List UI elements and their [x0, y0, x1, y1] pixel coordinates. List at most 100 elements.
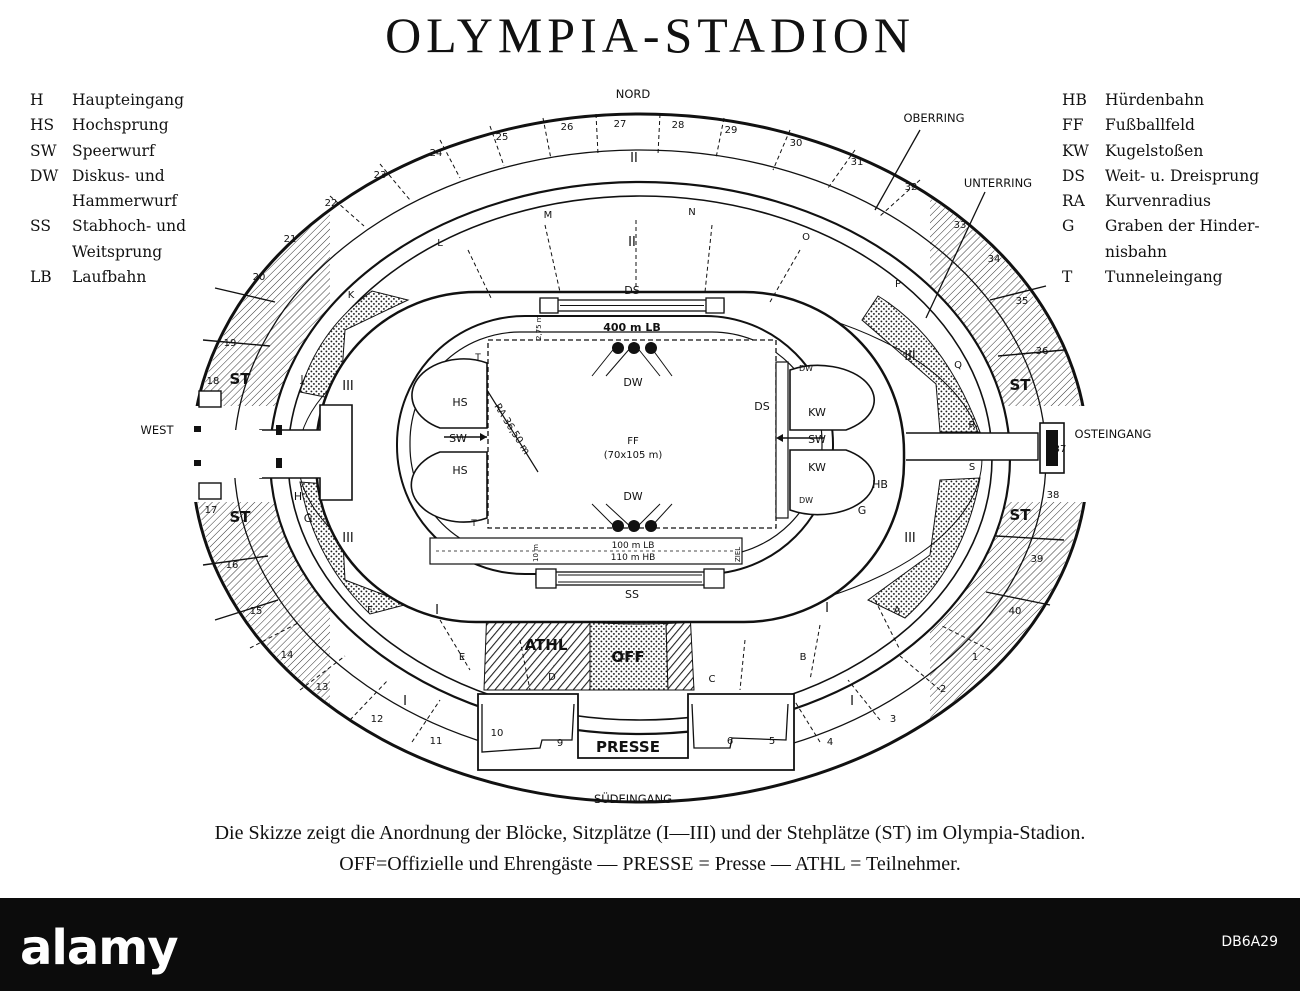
label-400m: 400 m LB — [603, 321, 660, 334]
legend-text: nisbahn — [1105, 242, 1168, 261]
legend-text: Laufbahn — [72, 268, 147, 287]
tier-i-sw-upper: I — [403, 694, 407, 709]
tier-iii-nw: III — [342, 379, 354, 394]
watermark-logo: alamy — [20, 920, 179, 976]
presse-box — [477, 693, 795, 771]
tier-iii-sw: III — [342, 531, 354, 546]
block-number: 18 — [207, 376, 220, 387]
label-hb: HB — [872, 478, 888, 491]
block-letter: Q — [954, 360, 962, 371]
label-t-north: T — [474, 353, 481, 363]
label-south: SÜDEINGANG — [594, 790, 672, 806]
legend-code: DW — [30, 166, 59, 185]
block-letter: R — [969, 420, 976, 431]
legend-code: G — [1062, 217, 1075, 236]
legend-code: RA — [1062, 192, 1085, 211]
block-number: 34 — [988, 254, 1001, 265]
east-tunnel — [906, 432, 1039, 461]
label-ff: FF — [627, 436, 639, 447]
block-number: 4 — [827, 737, 833, 748]
label-g-west: G — [304, 512, 313, 525]
label-east: OSTEINGANG — [1075, 427, 1152, 441]
label-hs-south: HS — [452, 464, 467, 477]
tier-i-se: I — [825, 601, 829, 616]
block-number: 10 — [491, 728, 504, 739]
block-letter: N — [688, 207, 695, 218]
block-number: 24 — [430, 148, 443, 159]
label-st-ne: ST — [1009, 376, 1031, 394]
block-number: 19 — [224, 338, 237, 349]
legend-row: Hammerwurf — [30, 189, 186, 214]
block-number: 37 — [1054, 444, 1067, 455]
block-number: 11 — [430, 736, 443, 747]
ss-pit-south — [535, 571, 723, 586]
block-number: 12 — [371, 714, 384, 725]
block-number: 2 — [940, 684, 946, 695]
block-number: 29 — [725, 125, 738, 136]
oberring-dividers — [249, 113, 991, 743]
block-letter: S — [969, 462, 975, 473]
legend-text: Kugelstoßen — [1105, 141, 1204, 160]
legend-row: DS Weit- u. Dreisprung — [1062, 164, 1260, 189]
label-sw-east: SW — [808, 433, 826, 446]
block-number: 1 — [972, 652, 978, 663]
block-letter: E — [459, 652, 465, 663]
legend-code: DS — [1062, 166, 1086, 185]
label-athl: ATHL — [525, 636, 568, 654]
legend-row: Weitsprung — [30, 240, 186, 265]
label-off: OFF — [611, 648, 644, 666]
tier-ii-lower: II — [628, 235, 636, 250]
legend-text: Fußballfeld — [1105, 116, 1195, 135]
label-ff-size: (70x105 m) — [604, 450, 663, 461]
legend-code: T — [1062, 268, 1073, 287]
unterring-dividers — [439, 220, 901, 691]
compass-labels: NORD WEST OSTEINGANG SÜDEINGANG OBERRING… — [141, 87, 1152, 806]
west-tunnel — [259, 404, 353, 501]
block-number: 28 — [672, 120, 685, 131]
legend-code: FF — [1062, 116, 1084, 135]
block-number: 22 — [325, 198, 338, 209]
hs-area-south — [410, 451, 488, 523]
label-hs-north: HS — [452, 396, 467, 409]
label-ds-east: DS — [754, 400, 769, 413]
legend-text: Weit- u. Dreisprung — [1105, 166, 1260, 185]
st-dividers — [202, 285, 1065, 621]
caption-line-2: OFF=Offizielle und Ehrengäste — PRESSE =… — [339, 853, 961, 875]
block-letter: A — [894, 605, 901, 616]
label-dw-south: DW — [623, 490, 642, 503]
block-number: 33 — [954, 220, 967, 231]
label-kw-south: KW — [808, 461, 826, 474]
label-g-east: G — [858, 504, 867, 517]
legend-code: LB — [30, 268, 52, 287]
legend-text: Hammerwurf — [72, 192, 178, 211]
legend-text: Graben der Hinder- — [1105, 217, 1260, 236]
legend-row: T Tunneleingang — [1062, 265, 1260, 290]
legend-text: Tunneleingang — [1105, 268, 1223, 287]
block-letter: K — [348, 290, 355, 301]
label-north: NORD — [616, 87, 651, 101]
label-2-75m: 2,75 m — [535, 315, 543, 340]
legend-code: SS — [30, 217, 51, 236]
tier-iii-east-south — [867, 477, 981, 619]
block-number: 39 — [1031, 554, 1044, 565]
west-entrance — [186, 430, 262, 478]
legend-text: Haupteingang — [72, 91, 185, 109]
dw-circles-south — [591, 503, 673, 532]
roman-labels: II II III III III III I I I I — [342, 151, 916, 709]
block-number: 31 — [851, 157, 864, 168]
watermark: alamy DB6A29 — [0, 898, 1300, 991]
label-100m: 100 m LB — [612, 541, 655, 551]
label-10m: 10 m — [532, 544, 540, 562]
block-number: 5 — [769, 736, 775, 747]
football-field — [487, 339, 777, 529]
block-labels: 1234569101112131415161718192021222324252… — [205, 119, 1067, 749]
block-number: 21 — [284, 234, 297, 245]
tier-iii-ne: III — [904, 349, 916, 364]
tier-i-sw: I — [435, 603, 439, 618]
block-number: 23 — [374, 170, 387, 181]
